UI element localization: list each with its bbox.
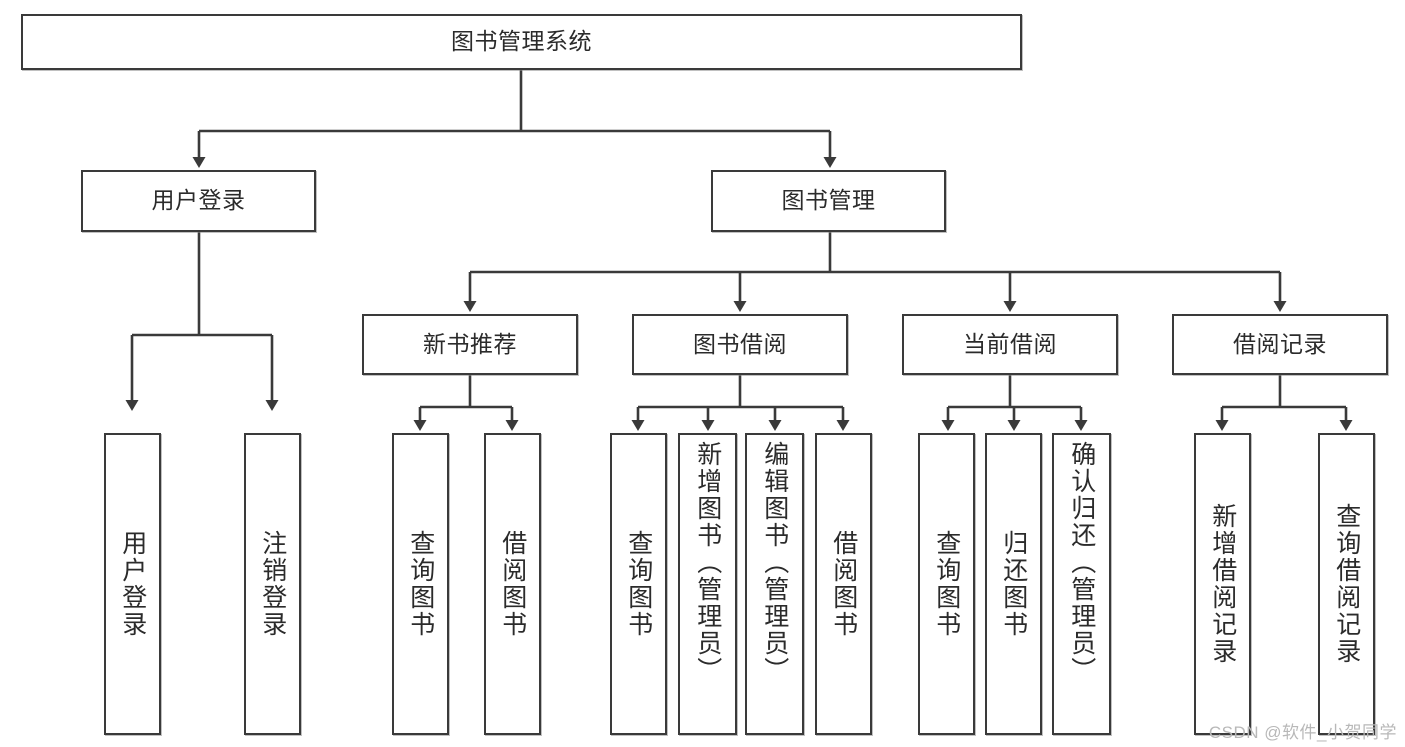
node-label: 查询借阅记录 bbox=[1332, 503, 1361, 665]
node-leaf-borrow-book-2[interactable]: 借阅图书 bbox=[815, 433, 872, 735]
node-leaf-logout-login[interactable]: 注销登录 bbox=[244, 433, 301, 735]
node-new-book-recommend[interactable]: 新书推荐 bbox=[362, 314, 578, 375]
node-label: 新增借阅记录 bbox=[1208, 503, 1237, 665]
node-user-login[interactable]: 用户登录 bbox=[81, 170, 316, 232]
node-label: 查询图书 bbox=[932, 530, 961, 638]
node-label: 借阅记录 bbox=[1233, 330, 1327, 357]
node-current-borrow[interactable]: 当前借阅 bbox=[902, 314, 1118, 375]
node-leaf-query-book-2[interactable]: 查询图书 bbox=[610, 433, 667, 735]
node-leaf-add-record[interactable]: 新增借阅记录 bbox=[1194, 433, 1251, 735]
node-label: 用户登录 bbox=[151, 187, 246, 214]
node-label: 当前借阅 bbox=[963, 330, 1057, 357]
node-label: 借阅图书 bbox=[498, 530, 527, 638]
node-label: 查询图书 bbox=[624, 530, 653, 638]
node-leaf-edit-book[interactable]: 编辑图书（管理员） bbox=[745, 433, 804, 735]
node-label: 借阅图书 bbox=[829, 530, 858, 638]
node-label: 图书管理 bbox=[781, 187, 876, 214]
node-leaf-query-book-1[interactable]: 查询图书 bbox=[392, 433, 449, 735]
watermark-text: CSDN @软件_小贺同学 bbox=[1208, 723, 1397, 742]
node-label: 图书借阅 bbox=[693, 330, 787, 357]
node-label: 用户登录 bbox=[118, 530, 147, 638]
node-label: 查询图书 bbox=[406, 530, 435, 638]
node-label: 编辑图书（管理员） bbox=[760, 441, 789, 684]
node-leaf-return-book[interactable]: 归还图书 bbox=[985, 433, 1042, 735]
node-book-management[interactable]: 图书管理 bbox=[711, 170, 946, 232]
node-leaf-borrow-book-1[interactable]: 借阅图书 bbox=[484, 433, 541, 735]
node-leaf-add-book[interactable]: 新增图书（管理员） bbox=[678, 433, 737, 735]
node-root[interactable]: 图书管理系统 bbox=[21, 14, 1022, 70]
node-label: 新增图书（管理员） bbox=[693, 441, 722, 684]
node-label: 归还图书 bbox=[999, 530, 1028, 638]
node-label: 图书管理系统 bbox=[451, 28, 592, 55]
node-book-borrow[interactable]: 图书借阅 bbox=[632, 314, 848, 375]
node-label: 确认归还（管理员） bbox=[1067, 441, 1096, 684]
node-borrow-record[interactable]: 借阅记录 bbox=[1172, 314, 1388, 375]
node-leaf-user-login[interactable]: 用户登录 bbox=[104, 433, 161, 735]
node-label: 新书推荐 bbox=[423, 330, 517, 357]
node-leaf-query-book-3[interactable]: 查询图书 bbox=[918, 433, 975, 735]
node-label: 注销登录 bbox=[258, 530, 287, 638]
node-leaf-query-record[interactable]: 查询借阅记录 bbox=[1318, 433, 1375, 735]
node-leaf-confirm-return[interactable]: 确认归还（管理员） bbox=[1052, 433, 1111, 735]
